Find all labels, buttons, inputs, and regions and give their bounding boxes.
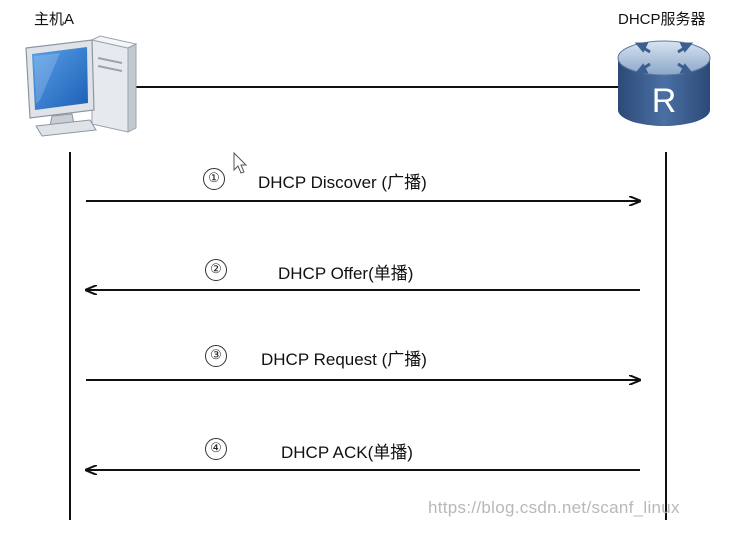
router-icon: R <box>617 40 711 126</box>
message-request-label: DHCP Request (广播) <box>261 350 427 369</box>
router-letter: R <box>652 82 677 120</box>
host-label: 主机A <box>34 11 75 28</box>
mouse-cursor-icon <box>233 151 248 174</box>
watermark-text: https://blog.csdn.net/scanf_linux <box>428 498 680 517</box>
computer-icon <box>25 35 138 137</box>
message-discover-label: DHCP Discover (广播) <box>258 173 427 192</box>
step-3-number: ③ <box>205 345 227 367</box>
step-2-number: ② <box>205 259 227 281</box>
server-label: DHCP服务器 <box>618 11 706 28</box>
step-1-number: ① <box>203 168 225 190</box>
message-ack-label: DHCP ACK(单播) <box>281 443 413 462</box>
step-4-number: ④ <box>205 438 227 460</box>
message-offer-label: DHCP Offer(单播) <box>278 264 414 283</box>
